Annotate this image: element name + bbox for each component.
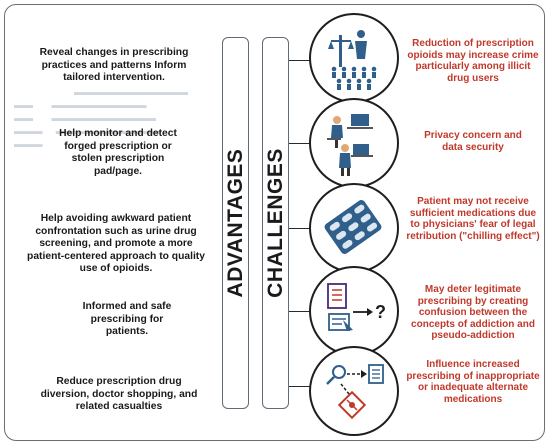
connector-line	[289, 228, 311, 229]
advantage-3: Help avoiding awkward patient confrontat…	[27, 213, 205, 274]
connector-line	[289, 143, 311, 144]
advantage-2: Help monitor and detect forged prescript…	[59, 128, 177, 177]
justice-crowd-icon	[309, 13, 399, 103]
advantages-pillar: ADVANTAGES	[222, 37, 249, 409]
challenge-2: Privacy concern and data security	[424, 130, 522, 153]
alternate-medication-icon	[309, 346, 399, 436]
challenge-4: May deter legitimate prescribing by crea…	[411, 284, 535, 342]
advantage-1: Reveal changes in prescribing practices …	[39, 47, 189, 83]
people-at-computers-icon	[309, 98, 399, 188]
connector-line	[289, 386, 311, 387]
question-mark-glyph: ?	[375, 302, 386, 322]
advantage-4: Informed and safe prescribing for patien…	[82, 301, 172, 337]
challenge-3: Patient may not receive sufficient medic…	[406, 196, 540, 242]
pill-blister-pack-icon	[309, 183, 399, 273]
connector-line	[289, 60, 311, 61]
challenge-5: Influence increased prescribing of inapp…	[406, 359, 540, 405]
connector-line	[289, 311, 311, 312]
challenge-1: Reduction of prescription opioids may in…	[407, 38, 539, 84]
challenges-pillar: CHALLENGES	[262, 37, 289, 409]
advantages-pillar-label: ADVANTAGES	[223, 148, 247, 298]
faint-background-text: ▬▬▬▬▬▬▬▬▬▬▬▬ ▬▬ ▬▬▬▬▬▬▬▬▬▬ ▬▬ ▬▬▬▬▬▬▬▬▬▬…	[14, 87, 188, 150]
advantage-5: Reduce prescription drug diversion, doct…	[40, 376, 198, 412]
challenges-pillar-label: CHALLENGES	[263, 148, 287, 298]
prescription-confusion-icon: ?	[309, 266, 399, 356]
